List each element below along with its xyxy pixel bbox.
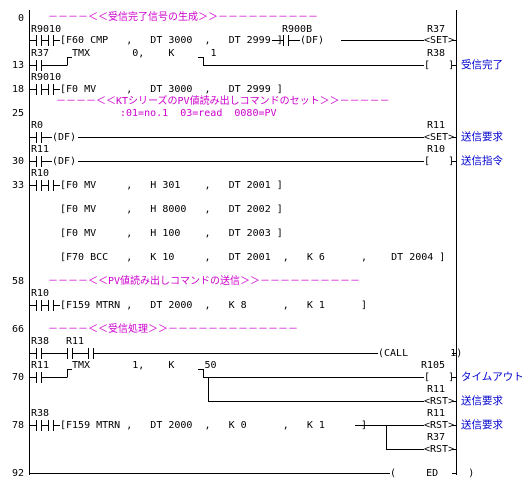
step-number: 18 [11, 84, 24, 95]
coil-label: R38 [427, 48, 446, 59]
instr-cmp: [F60 CMP , DT 3000 , DT 2999 ] [60, 35, 283, 46]
coil-label: R11 [427, 408, 446, 419]
instr-end: ( ED ) [390, 468, 475, 479]
instr-call: (CALL 1) [378, 348, 463, 359]
instr-df: (DF) [52, 156, 77, 167]
instr-tmx: TMX 0, K 1 [72, 48, 217, 59]
contact-label: R37 [31, 48, 50, 59]
contact-label: R11 [31, 144, 50, 155]
step-number: 66 [11, 324, 24, 335]
label-recv-done: 受信完了 [461, 59, 503, 71]
coil-out: [ ] [424, 60, 455, 71]
contact-label: R11 [66, 336, 85, 347]
instr-mv: [F0 MV , H 301 , DT 2001 ] [60, 180, 283, 191]
instr-mv: [F0 MV , DT 3000 , DT 2999 ] [60, 84, 283, 95]
coil-label: R11 [427, 120, 446, 131]
coil-label: R10 [427, 144, 446, 155]
instr-mv: [F0 MV , H 8000 , DT 2002 ] [60, 204, 283, 215]
contact-label: R0 [31, 120, 44, 131]
step-number: 25 [11, 108, 24, 119]
instr-df: (DF) [52, 132, 77, 143]
contact-label: R900B [282, 24, 313, 35]
instr-bcc: [F70 BCC , K 10 , DT 2001 , K 6 , DT 200… [60, 252, 446, 263]
label-send-req: 送信要求 [461, 131, 503, 143]
label-send-cmd: 送信指令 [461, 155, 503, 167]
label-send-req: 送信要求 [461, 419, 503, 431]
label-send-req: 送信要求 [461, 395, 503, 407]
contact-label: R9010 [31, 24, 62, 35]
coil-label: R37 [427, 24, 446, 35]
step-number: 78 [11, 420, 24, 431]
step-number: 58 [11, 276, 24, 287]
coil-label: R11 [427, 384, 446, 395]
instr-df: (DF) [300, 35, 325, 46]
contact-label: R9010 [31, 72, 62, 83]
coil-out: [ ] [424, 156, 455, 167]
contact-label: R10 [31, 168, 50, 179]
coil-label: R105 [421, 360, 446, 371]
step-number: 70 [11, 372, 24, 383]
contact-label: R11 [31, 360, 50, 371]
coil-rst: <RST> [424, 444, 455, 455]
coil-label: R37 [427, 432, 446, 443]
step-number: 30 [11, 156, 24, 167]
coil-set: <SET> [424, 35, 455, 46]
coil-set: <SET> [424, 132, 455, 143]
contact-label: R10 [31, 288, 50, 299]
coil-rst: <RST> [424, 420, 455, 431]
step-number: 0 [17, 13, 24, 24]
instr-mtrn: [F159 MTRN , DT 2000 , K 8 , K 1 ] [60, 300, 368, 311]
instr-mtrn: [F159 MTRN , DT 2000 , K 0 , K 1 ] [60, 420, 368, 431]
contact-label: R38 [31, 336, 50, 347]
step-number: 33 [11, 180, 24, 191]
comment-kt-detail: :01=no.1 03=read 0080=PV [120, 108, 277, 119]
step-number: 92 [11, 468, 24, 479]
comment-kt-command: －－－－＜＜KTシリーズのPV値読み出しコマンドのセット＞＞－－－－－ [56, 96, 390, 107]
comment-pv-send: －－－－＜＜PV値読み出しコマンドの送信＞＞－－－－－－－－－－ [48, 276, 361, 287]
comment-recv-done: －－－－＜＜受信完了信号の生成＞＞－－－－－－－－－－ [48, 12, 318, 23]
instr-tmx: TMX 1, K 50 [72, 360, 217, 371]
coil-out: [ ] [424, 372, 455, 383]
comment-recv-proc: －－－－＜＜受信処理＞＞－－－－－－－－－－－－－ [48, 324, 298, 335]
instr-mv: [F0 MV , H 100 , DT 2003 ] [60, 228, 283, 239]
coil-rst: <RST> [424, 396, 455, 407]
step-number: 13 [11, 60, 24, 71]
label-timeout: タイムアウト [461, 371, 524, 383]
contact-label: R38 [31, 408, 50, 419]
